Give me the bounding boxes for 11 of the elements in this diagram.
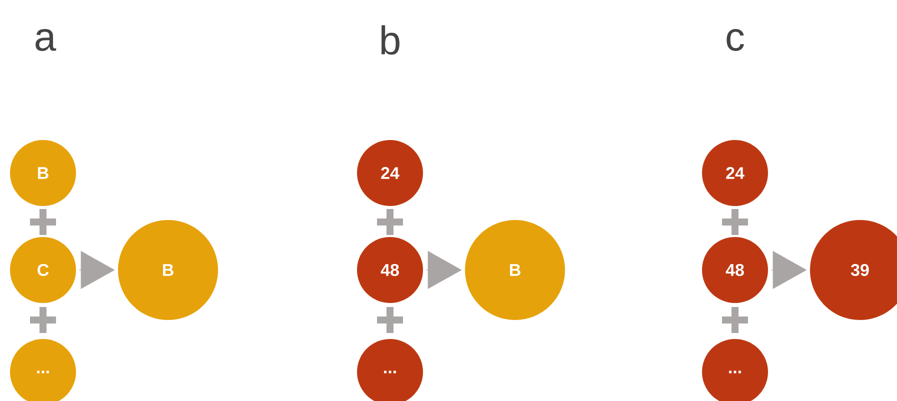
- panel-letter: b: [381, 25, 400, 55]
- panel-letter: c: [726, 29, 744, 51]
- circle-node: 48: [702, 236, 768, 303]
- circle-node: C: [10, 236, 76, 303]
- circle-node: 24: [357, 140, 423, 206]
- circle-node: B: [465, 220, 565, 320]
- circle-node: B: [118, 220, 218, 320]
- panel-letter: a: [36, 29, 56, 51]
- circle-node: B: [10, 140, 76, 206]
- circle-node: 24: [702, 140, 768, 206]
- circle-node: 48: [357, 236, 423, 303]
